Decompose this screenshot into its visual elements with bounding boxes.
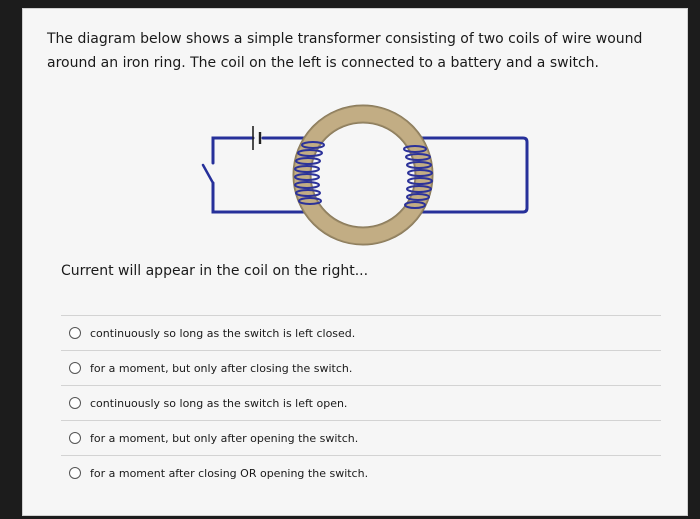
option-label: for a moment, but only after opening the…	[90, 431, 359, 445]
option-4[interactable]: for a moment, but only after opening the…	[69, 424, 649, 452]
option-label: for a moment after closing OR opening th…	[90, 466, 369, 480]
option-1[interactable]: continuously so long as the switch is le…	[69, 319, 649, 347]
divider	[61, 455, 661, 456]
question-card: The diagram below shows a simple transfo…	[22, 8, 688, 516]
option-2[interactable]: for a moment, but only after closing the…	[69, 354, 649, 382]
radio-button[interactable]	[69, 362, 81, 374]
right-coil	[403, 145, 433, 209]
right-circuit	[413, 136, 529, 214]
option-3[interactable]: continuously so long as the switch is le…	[69, 389, 649, 417]
radio-button[interactable]	[69, 327, 81, 339]
radio-button[interactable]	[69, 467, 81, 479]
divider	[61, 315, 661, 316]
switch-blade	[201, 163, 215, 185]
option-5[interactable]: for a moment after closing OR opening th…	[69, 459, 649, 487]
divider	[61, 420, 661, 421]
option-label: continuously so long as the switch is le…	[90, 396, 348, 410]
left-coil	[294, 141, 325, 205]
radio-button[interactable]	[69, 397, 81, 409]
divider	[61, 350, 661, 351]
radio-button[interactable]	[69, 432, 81, 444]
divider	[61, 385, 661, 386]
question-prompt: Current will appear in the coil on the r…	[61, 263, 369, 279]
transformer-diagram	[201, 104, 529, 246]
option-label: continuously so long as the switch is le…	[90, 326, 356, 340]
option-label: for a moment, but only after closing the…	[90, 361, 353, 375]
question-text: The diagram below shows a simple transfo…	[47, 31, 643, 71]
left-circuit	[201, 126, 315, 214]
